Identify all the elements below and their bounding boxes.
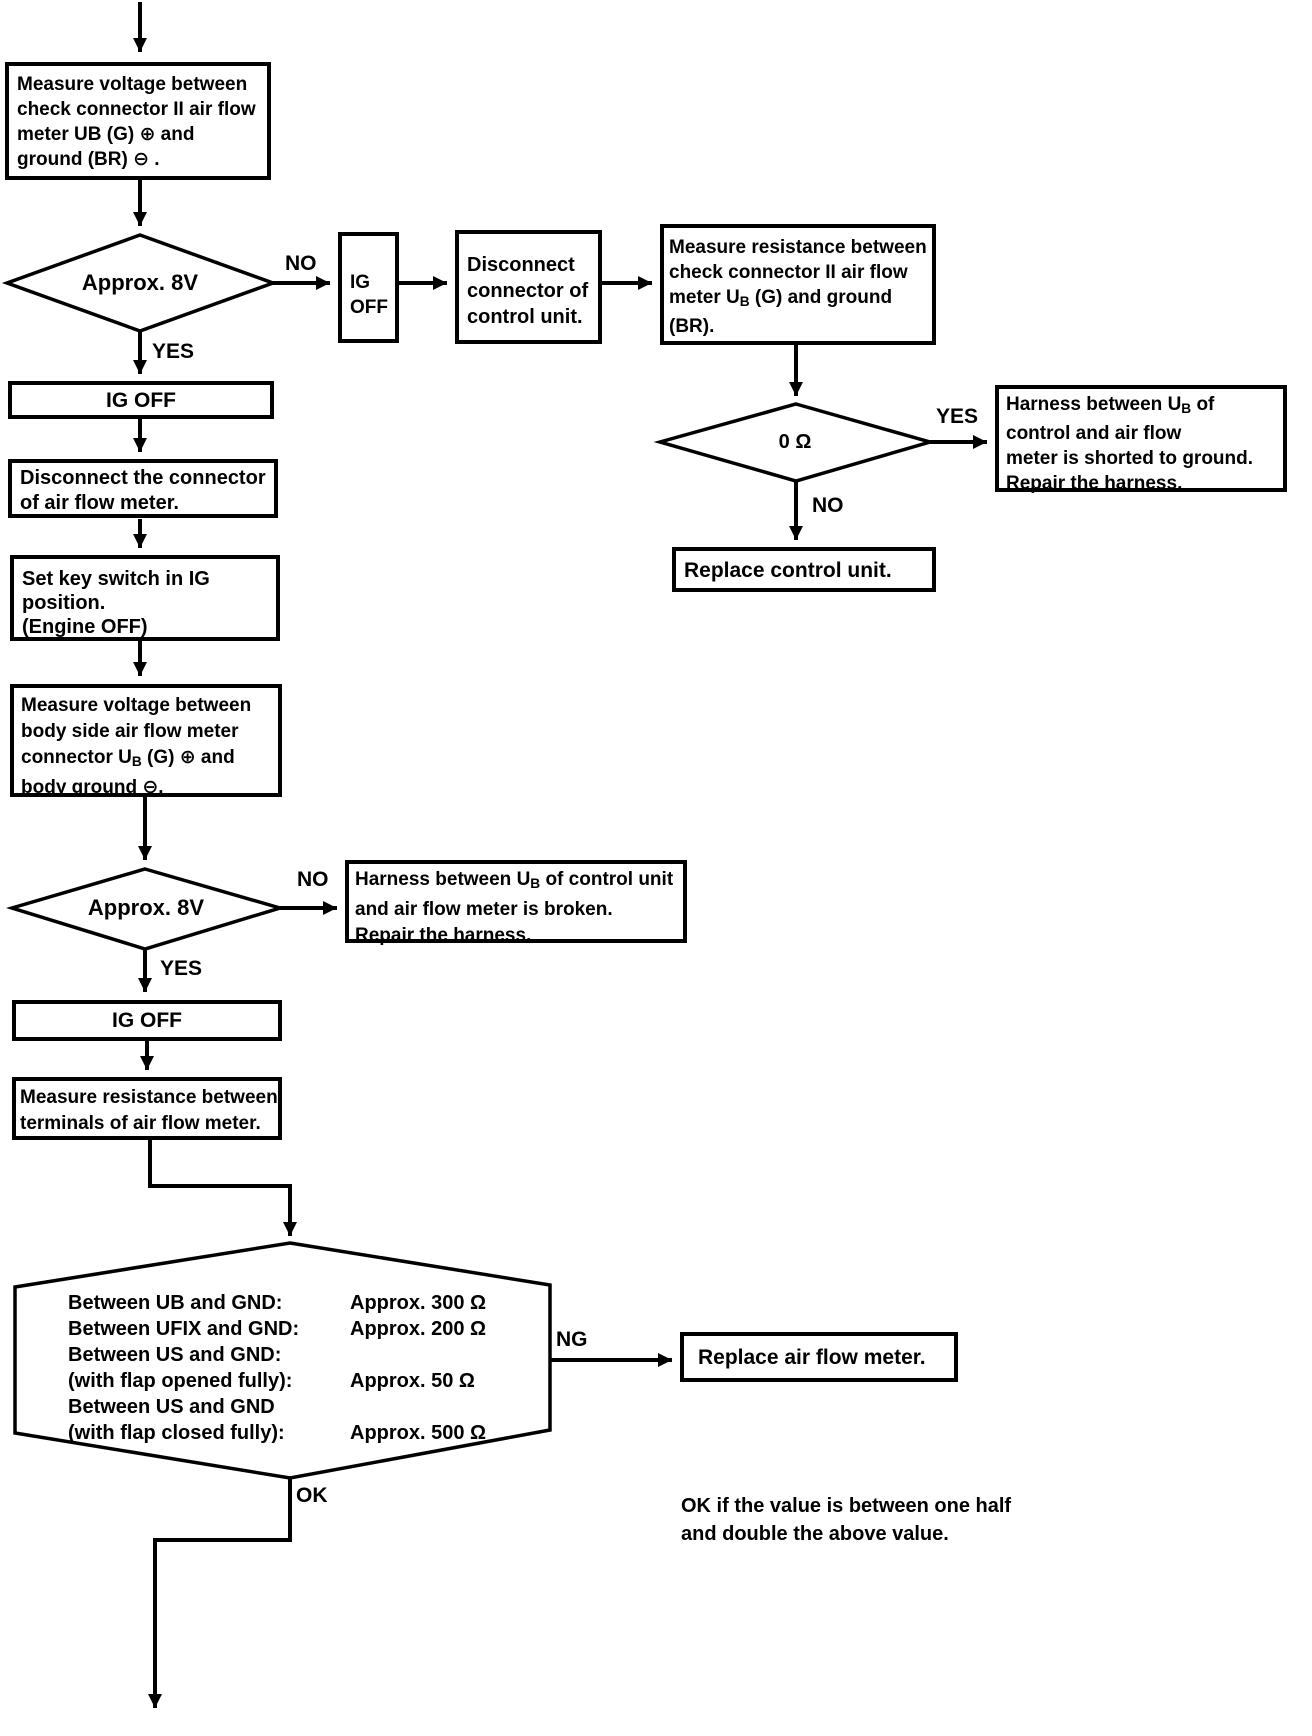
step-measure-voltage-body-side: Measure voltage between body side air fl…	[10, 684, 282, 798]
resistance-table: Between UB and GND: Approx. 300 Ω Betwee…	[68, 1290, 508, 1446]
step-measure-resistance-check-connector: Measure resistance between check connect…	[660, 224, 936, 345]
edge-label-no-3: NO	[297, 868, 329, 891]
decision-0-ohm	[653, 402, 937, 483]
step-ig-off-small: IG OFF	[338, 232, 399, 343]
step-set-key-switch-ig: Set key switch in IG position. (Engine O…	[10, 555, 280, 641]
decision-0-ohm-label: 0 Ω	[778, 430, 812, 453]
edge-label-ok: OK	[296, 1484, 328, 1507]
edge-label-yes-2: YES	[936, 405, 979, 428]
table-row: Between US and GND:	[68, 1344, 282, 1366]
decision-approx-8v-2-label: Approx. 8V	[87, 895, 205, 920]
edge-label-no-2: NO	[812, 494, 844, 517]
edge-label-yes-3: YES	[160, 957, 203, 980]
decision-approx-8v-1	[1, 233, 279, 333]
result-replace-control-unit: Replace control unit.	[672, 547, 936, 592]
table-row: Between UFIX and GND: Approx. 200 Ω	[68, 1318, 487, 1340]
result-replace-air-flow-meter: Replace air flow meter.	[680, 1332, 958, 1382]
footnote: OK if the value is between one half and …	[681, 1495, 1012, 1545]
table-row: Between US and GND	[68, 1396, 275, 1418]
step-measure-voltage-check-connector: Measure voltage between check connector …	[5, 62, 271, 180]
step-measure-resistance-terminals: Measure resistance between terminals of …	[12, 1077, 282, 1140]
table-row: (with flap opened fully): Approx. 50 Ω	[68, 1370, 475, 1392]
edge-label-ng: NG	[556, 1328, 588, 1351]
decision-approx-8v-1-label: Approx. 8V	[81, 270, 199, 295]
step-disconnect-air-flow-meter: Disconnect the connector of air flow met…	[8, 459, 278, 518]
edge-label-no-1: NO	[285, 252, 317, 275]
table-row: (with flap closed fully): Approx. 500 Ω	[68, 1422, 487, 1444]
decision-resistance-table	[13, 1241, 552, 1480]
step-disconnect-control-unit: Disconnect connector of control unit.	[455, 230, 602, 344]
decision-approx-8v-2	[5, 867, 287, 951]
result-harness-broken: Harness between UB of control unit and a…	[345, 860, 687, 946]
step-ig-off-1: IG OFF	[8, 381, 274, 419]
result-harness-shorted: Harness between UB of control and air fl…	[995, 385, 1287, 494]
table-row: Between UB and GND: Approx. 300 Ω	[68, 1292, 487, 1314]
step-ig-off-2: IG OFF	[12, 1000, 282, 1041]
edge-label-yes-1: YES	[152, 340, 195, 363]
